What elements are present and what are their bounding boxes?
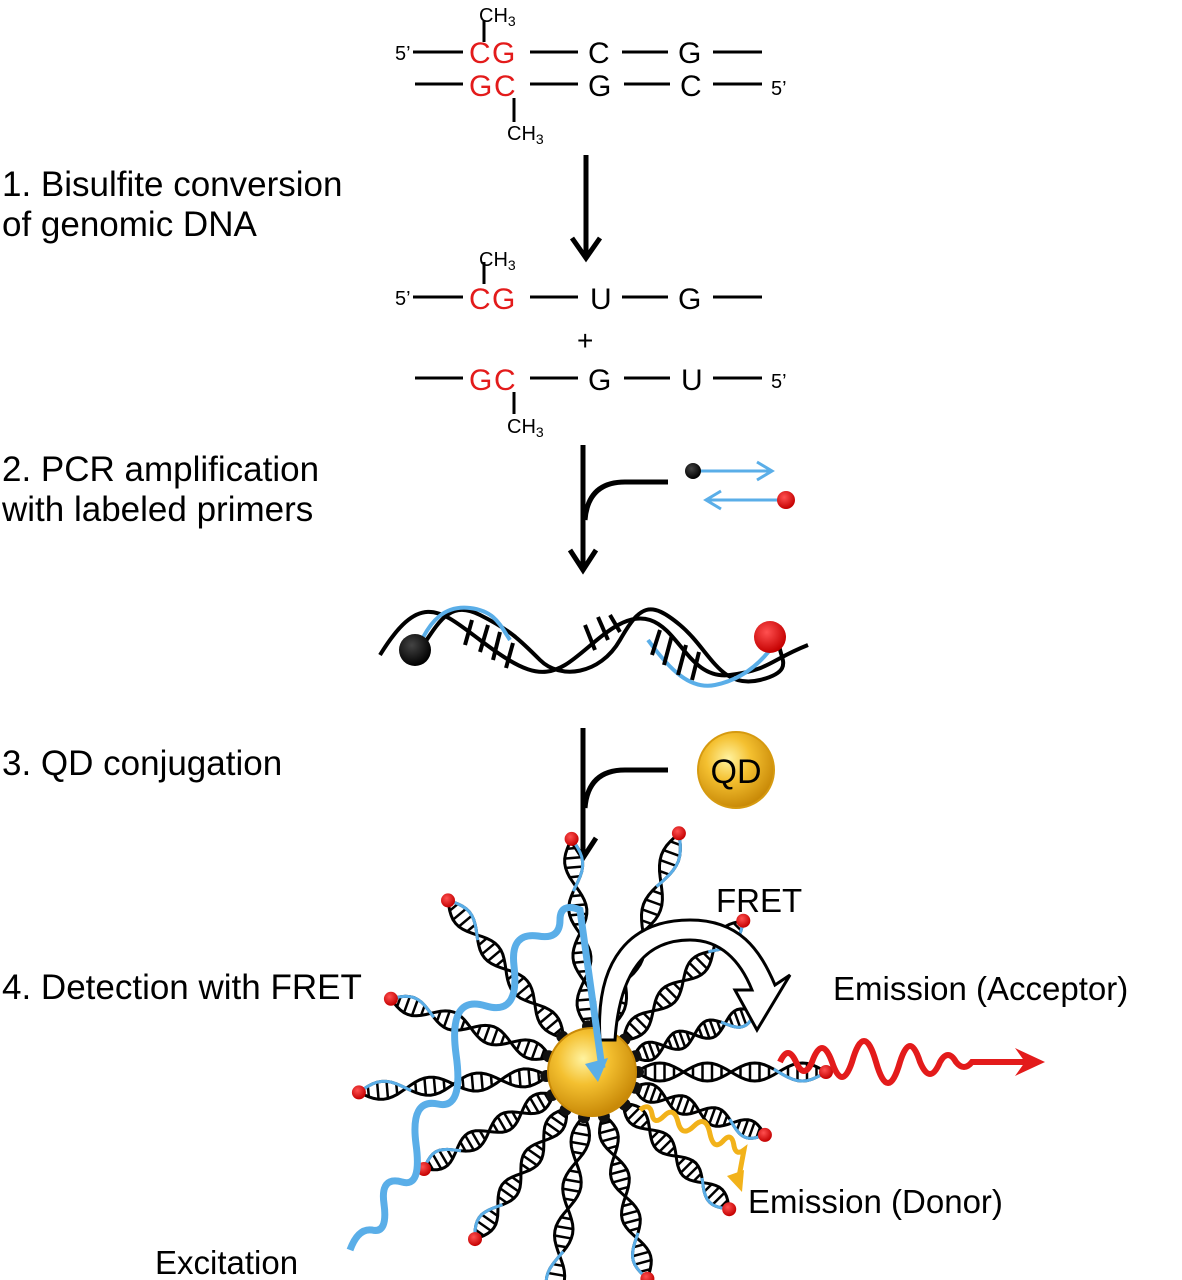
dna-base: G (588, 364, 611, 397)
step-4-label: 4. Detection with FRET (2, 968, 362, 1007)
acceptor-dye-dot (351, 1085, 366, 1100)
dna-base: C (680, 70, 702, 103)
excitation-label: Excitation (155, 1244, 298, 1280)
fret-label: FRET (716, 882, 802, 919)
plus-sign: + (577, 325, 593, 356)
dna-strand (351, 1067, 550, 1101)
converted-dna: CH3 5’ C G U G + G C G U 5’ CH3 (395, 249, 787, 440)
excitation-wave (346, 904, 606, 1252)
methyl-group: CH3 (479, 249, 516, 273)
emission-acceptor-label: Emission (Acceptor) (833, 970, 1128, 1007)
labeled-primers-icon (685, 460, 795, 511)
dna-base-converted: U (681, 364, 703, 397)
step-3-label: 3. QD conjugation (2, 744, 283, 783)
acceptor-dye-dot (757, 1127, 772, 1142)
acceptor-dye-dot (736, 913, 751, 928)
five-prime-label: 5’ (771, 371, 787, 393)
dna-base: G (678, 37, 701, 70)
step-2-label: 2. PCR amplification with labeled primer… (2, 450, 320, 529)
dna-strand (621, 1101, 737, 1217)
dna-base-methylated: G (492, 283, 515, 316)
dna-base-converted: U (590, 283, 612, 316)
dna-strand (468, 1106, 569, 1247)
five-prime-label: 5’ (395, 43, 411, 65)
acceptor-dye-dot (441, 893, 455, 908)
merge-arrow-icon (567, 728, 668, 863)
qd-label: QD (711, 753, 762, 791)
down-arrow-icon (569, 155, 603, 263)
arrowhead-icon (1015, 1048, 1045, 1076)
acceptor-dye-dot (754, 621, 786, 653)
five-prime-label: 5’ (771, 78, 787, 100)
arrowhead-icon (585, 1058, 608, 1082)
donor-dye-dot (685, 463, 701, 479)
dna-strand (417, 1091, 556, 1176)
methyl-group: CH3 (479, 5, 516, 29)
dna-base-methylated: G (469, 70, 492, 103)
donor-dye-dot (399, 634, 431, 666)
dna-strand (632, 1082, 772, 1142)
methyl-group: CH3 (507, 416, 544, 440)
step-1-label: 1. Bisulfite conversion of genomic DNA (2, 165, 343, 244)
dna-base-methylated: C (494, 364, 516, 397)
acceptor-dye-dot (640, 1271, 655, 1280)
dna-strand (631, 1005, 763, 1062)
acceptor-dye-dot (819, 1065, 833, 1079)
five-prime-label: 5’ (395, 288, 411, 310)
methyl-group: CH3 (507, 123, 544, 147)
dna-base-methylated: G (469, 364, 492, 397)
dna-strand (544, 1114, 592, 1280)
emission-donor-label: Emission (Donor) (748, 1183, 1003, 1220)
acceptor-dye-dot (564, 831, 579, 846)
dna-strand (441, 893, 566, 1040)
dna-base-methylated: C (494, 70, 516, 103)
acceptor-emission-wave (777, 1038, 1030, 1086)
dna-base-methylated: C (469, 283, 491, 316)
dna-base: G (588, 70, 611, 103)
acceptor-dye-dot (383, 991, 398, 1006)
dna-strand (597, 1113, 655, 1280)
acceptor-dye-dot (468, 1232, 482, 1247)
merge-arrow-icon (567, 445, 668, 575)
acceptor-dye-dot (671, 826, 686, 841)
original-dna: 5’ C G C G CH3 G C G C 5’ CH3 (395, 5, 787, 147)
dna-base: C (588, 37, 610, 70)
amplicon-helix (378, 605, 809, 688)
fret-arrow-icon (598, 918, 792, 1042)
acceptor-dye-dot (722, 1202, 737, 1217)
dna-base: G (678, 283, 701, 316)
dna-base-methylated: G (492, 37, 515, 70)
quantum-dot-icon: QD (697, 731, 775, 809)
donor-emission-wave (638, 1104, 748, 1183)
dna-base-methylated: C (469, 37, 491, 70)
acceptor-dye-dot (777, 491, 795, 509)
arrowhead-icon (727, 1170, 744, 1192)
